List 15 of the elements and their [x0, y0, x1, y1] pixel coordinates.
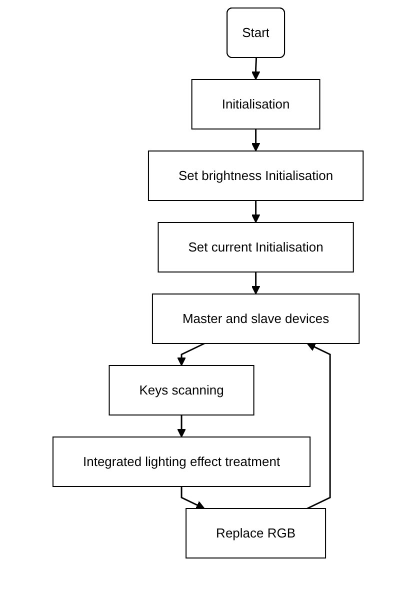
arrow [251, 272, 260, 294]
node-box: Replace RGB [186, 508, 326, 558]
node-box: Set current Initialisation [158, 222, 354, 272]
arrow [251, 58, 260, 80]
arrow [177, 415, 186, 438]
node-box: Set brightness Initialisation [148, 150, 364, 201]
node-box: Initialisation [191, 79, 320, 130]
arrow [251, 129, 260, 152]
arrow [251, 200, 260, 223]
arrow [306, 342, 331, 510]
arrow [180, 486, 205, 510]
node-box: Master and slave devices [152, 294, 360, 344]
node-box: Integrated lighting effect treatment [52, 436, 310, 487]
node-box: Keys scanning [108, 365, 254, 416]
arrow [177, 342, 205, 366]
